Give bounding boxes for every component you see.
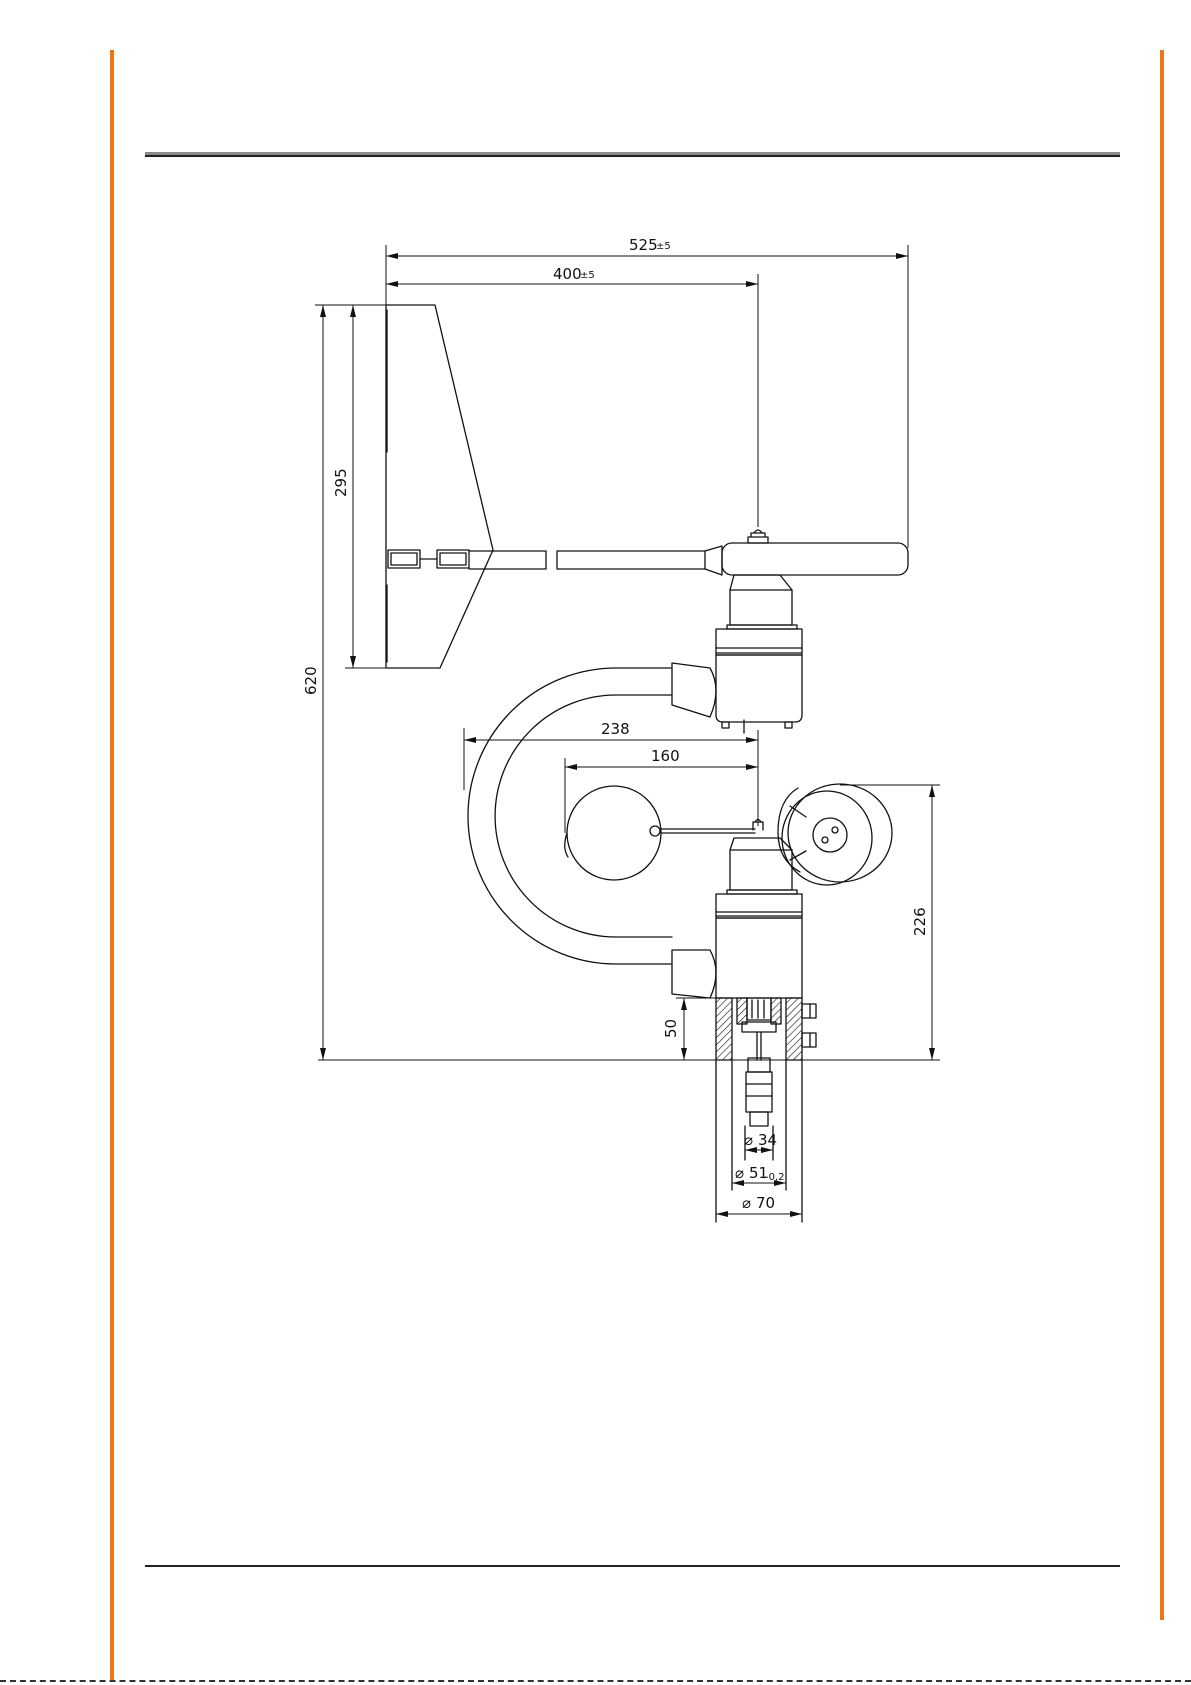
- dim-525-tolerance: ±5: [656, 241, 671, 252]
- vane-tail-rod: [469, 546, 722, 575]
- dim-400-tolerance: ±5: [580, 270, 595, 281]
- dim-d51-tolerance: -0,2: [765, 1172, 785, 1183]
- vane-body: [722, 530, 908, 575]
- dim-226-value: 226: [911, 907, 929, 936]
- vane-fin: [386, 305, 493, 668]
- dim-160-value: 160: [651, 747, 680, 765]
- dim-d34-value: 34: [758, 1131, 777, 1149]
- mount-arm: [468, 663, 716, 998]
- dim-50-value: 50: [662, 1019, 680, 1038]
- mount-tube: [716, 998, 816, 1222]
- dim-620-value: 620: [302, 666, 320, 695]
- dim-d51-symbol: ⌀: [735, 1164, 744, 1182]
- dim-400-value: 400: [553, 265, 582, 283]
- dim-295-value: 295: [332, 468, 350, 497]
- vane-housing: [716, 575, 802, 733]
- dim-d34-symbol: ⌀: [744, 1131, 753, 1149]
- dim-238-value: 238: [601, 720, 630, 738]
- dim-525-value: 525: [629, 236, 658, 254]
- anemometer-cups: [565, 784, 892, 885]
- vane-clamps: [388, 550, 469, 568]
- dim-d70-value: 70: [756, 1194, 775, 1212]
- anemometer-housing: [716, 820, 802, 999]
- dim-d70-symbol: ⌀: [742, 1194, 751, 1212]
